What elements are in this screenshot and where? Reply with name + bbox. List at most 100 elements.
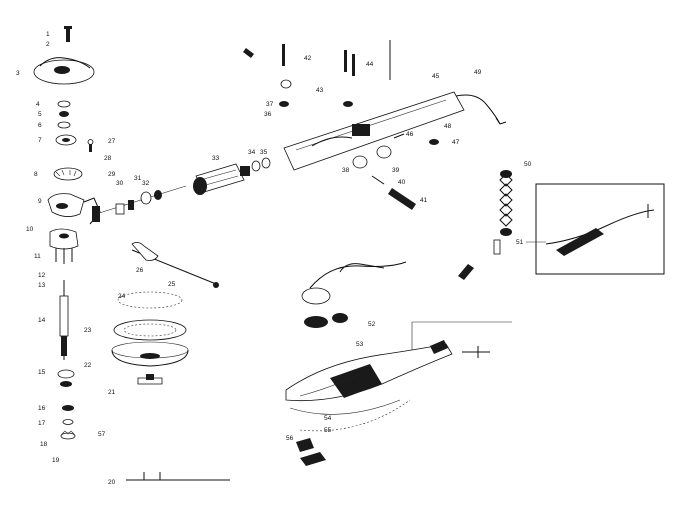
part-rod-26-tip bbox=[213, 282, 219, 288]
part-ring-18-teeth bbox=[61, 430, 75, 435]
callout-8: 8 bbox=[34, 171, 38, 178]
callout-23: 23 bbox=[84, 327, 92, 334]
callout-24: 24 bbox=[118, 293, 126, 300]
part-screw-27-head bbox=[87, 139, 94, 145]
part-ring-30 bbox=[154, 190, 162, 200]
callout-38: 38 bbox=[342, 167, 350, 174]
part-ring-24 bbox=[117, 291, 183, 309]
inset-51 bbox=[526, 183, 665, 275]
callout-7: 7 bbox=[38, 137, 42, 144]
center-pad bbox=[111, 242, 219, 385]
lower-tool bbox=[285, 321, 512, 466]
spring-assembly bbox=[493, 170, 513, 255]
part-ring-32 bbox=[140, 191, 152, 205]
callout-11: 11 bbox=[34, 253, 41, 260]
part-disc-22-hub bbox=[140, 353, 160, 359]
callout-14: 14 bbox=[38, 317, 46, 324]
part-cable-55 bbox=[299, 399, 411, 432]
part-block-57 bbox=[300, 452, 326, 466]
part-base-legs bbox=[55, 248, 73, 264]
callout-56: 56 bbox=[286, 435, 294, 442]
callout-53: 53 bbox=[356, 341, 364, 348]
part-screw-27 bbox=[89, 142, 92, 152]
callout-25: 25 bbox=[168, 281, 176, 288]
part-ring-37 bbox=[279, 101, 289, 107]
part-bearing-35 bbox=[261, 157, 271, 169]
part-pin-46 bbox=[393, 133, 405, 139]
part-spring-50 bbox=[499, 173, 513, 227]
part-screw-head bbox=[64, 26, 72, 29]
inset-part-b bbox=[556, 228, 604, 256]
part-clamp-52-arm bbox=[309, 261, 407, 289]
part-nut-15 bbox=[57, 369, 75, 379]
left-stack bbox=[33, 26, 230, 481]
part-clip-40 bbox=[243, 48, 254, 58]
part-ring-8-teeth bbox=[55, 169, 77, 177]
part-pin-45 bbox=[462, 346, 490, 358]
part-washer-6 bbox=[57, 121, 71, 129]
callout-42: 42 bbox=[304, 55, 312, 62]
part-screw-44b bbox=[352, 54, 355, 76]
callout-26: 26 bbox=[136, 267, 144, 274]
callout-18: 18 bbox=[40, 441, 48, 448]
part-spring-50-top bbox=[500, 170, 512, 178]
callout-37: 37 bbox=[266, 101, 274, 108]
part-nut-15-b bbox=[60, 381, 72, 387]
part-block-56 bbox=[296, 438, 314, 452]
part-handle-detail bbox=[311, 136, 353, 147]
part-ring-16 bbox=[62, 405, 74, 411]
callout-13: 13 bbox=[38, 282, 46, 289]
callout-3: 3 bbox=[16, 70, 20, 77]
callout-47: 47 bbox=[452, 139, 460, 146]
part-housing-core bbox=[54, 66, 70, 74]
part-ring-17 bbox=[62, 419, 74, 425]
part-armature-33-windings bbox=[199, 169, 239, 187]
callout-19: 19 bbox=[52, 457, 60, 464]
callout-46: 46 bbox=[406, 131, 414, 138]
part-pad-23-holes bbox=[123, 323, 177, 337]
part-armature-33-comm bbox=[240, 166, 250, 176]
part-housing-top bbox=[39, 57, 91, 69]
part-ring-18 bbox=[60, 432, 76, 440]
callout-33: 33 bbox=[212, 155, 220, 162]
part-ring-43 bbox=[343, 101, 353, 107]
part-bearing-31 bbox=[128, 200, 134, 210]
callout-21: 21 bbox=[108, 389, 116, 396]
callout-10: 10 bbox=[26, 226, 34, 233]
inset-frame bbox=[535, 183, 665, 275]
part-tool-bottom bbox=[289, 399, 401, 415]
part-tool-seam bbox=[299, 373, 361, 397]
callout-49: 49 bbox=[474, 69, 482, 76]
callout-44: 44 bbox=[366, 61, 374, 68]
callout-45: 45 bbox=[432, 73, 440, 80]
part-gear-7-hub bbox=[62, 138, 70, 142]
callout-43: 43 bbox=[316, 87, 324, 94]
callout-57: 57 bbox=[98, 431, 106, 438]
clamp-assembly bbox=[301, 261, 474, 328]
callout-4: 4 bbox=[36, 101, 40, 108]
callout-5: 5 bbox=[38, 111, 42, 118]
inset-part-a bbox=[545, 209, 655, 245]
part-screw-42 bbox=[282, 44, 285, 66]
part-gearbox-9-hole bbox=[56, 203, 68, 209]
part-ring-8 bbox=[53, 167, 83, 181]
callout-12: 12 bbox=[38, 272, 46, 279]
handle-housing bbox=[243, 40, 507, 210]
part-clamp-52-jaw bbox=[301, 287, 331, 305]
part-tool-grip bbox=[330, 364, 382, 398]
part-plate-21-boss bbox=[146, 374, 154, 380]
callout-34: 34 bbox=[248, 149, 256, 156]
part-spring-50-bottom bbox=[500, 228, 512, 236]
callout-36: 36 bbox=[264, 111, 272, 118]
callout-55: 55 bbox=[324, 427, 332, 434]
part-base-10 bbox=[49, 228, 79, 250]
part-disc-22 bbox=[111, 349, 189, 367]
part-shaft-14-tip bbox=[61, 336, 67, 356]
part-plate-21 bbox=[137, 377, 163, 385]
callout-28: 28 bbox=[104, 155, 112, 162]
part-handle-main bbox=[283, 91, 465, 171]
part-ring-38 bbox=[280, 79, 292, 89]
callout-32: 32 bbox=[142, 180, 150, 187]
part-tool-tip bbox=[430, 340, 448, 354]
